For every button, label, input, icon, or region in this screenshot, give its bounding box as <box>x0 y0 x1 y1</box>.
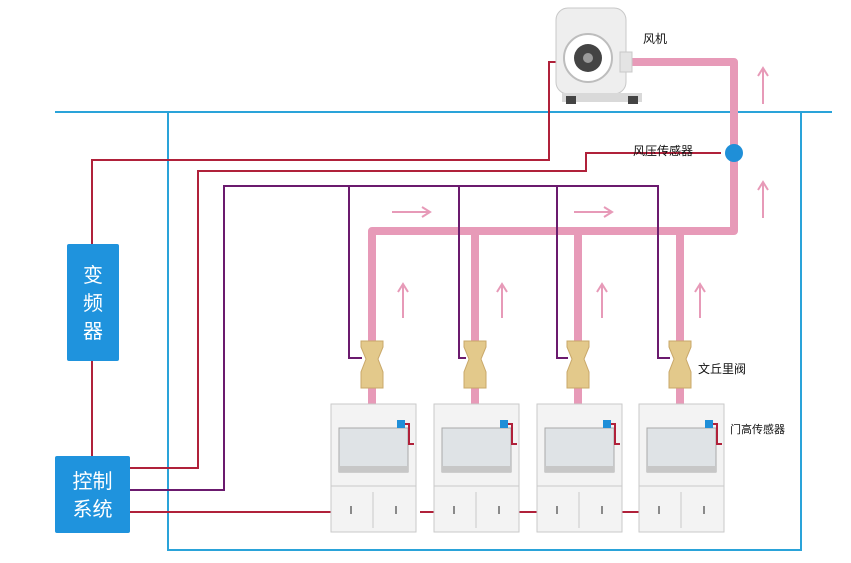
door-sensor-icon <box>705 420 713 428</box>
valve-icon <box>463 340 487 389</box>
purple-wires <box>130 185 670 491</box>
fan-label: 风机 <box>643 32 668 46</box>
valve-icon <box>360 340 384 389</box>
fan-icon <box>555 7 642 104</box>
vfd-label-line3: 器 <box>83 318 103 343</box>
control-system-box: 控制 系统 <box>55 456 130 533</box>
fume-hood-1 <box>330 403 417 533</box>
door-sensor-label: 门高传感器 <box>730 423 785 436</box>
fume-hood-3 <box>536 403 623 533</box>
vfd-label-line2: 频 <box>83 290 103 315</box>
control-label-line1: 控制 <box>72 468 113 493</box>
pressure-sensor-label: 风压传感器 <box>633 144 694 158</box>
venturi-valve-label: 文丘里阀 <box>698 362 747 376</box>
room-boundary <box>167 111 802 551</box>
door-sensor-icon <box>500 420 508 428</box>
airflow-arrows <box>392 66 769 318</box>
exhaust-duct <box>368 58 738 404</box>
valve-icon <box>668 340 692 389</box>
fume-hood-2 <box>433 403 520 533</box>
venturi-valves <box>360 340 692 389</box>
fume-hood-4 <box>638 403 725 533</box>
vfd-label-line1: 变 <box>83 262 103 287</box>
valve-icon <box>566 340 590 389</box>
door-sensor-icon <box>603 420 611 428</box>
door-sensor-icon <box>397 420 405 428</box>
red-wires <box>91 61 721 513</box>
control-label-line2: 系统 <box>72 496 113 521</box>
pressure-sensor-icon <box>725 144 743 162</box>
vfd-box: 变 频 器 <box>67 244 119 361</box>
